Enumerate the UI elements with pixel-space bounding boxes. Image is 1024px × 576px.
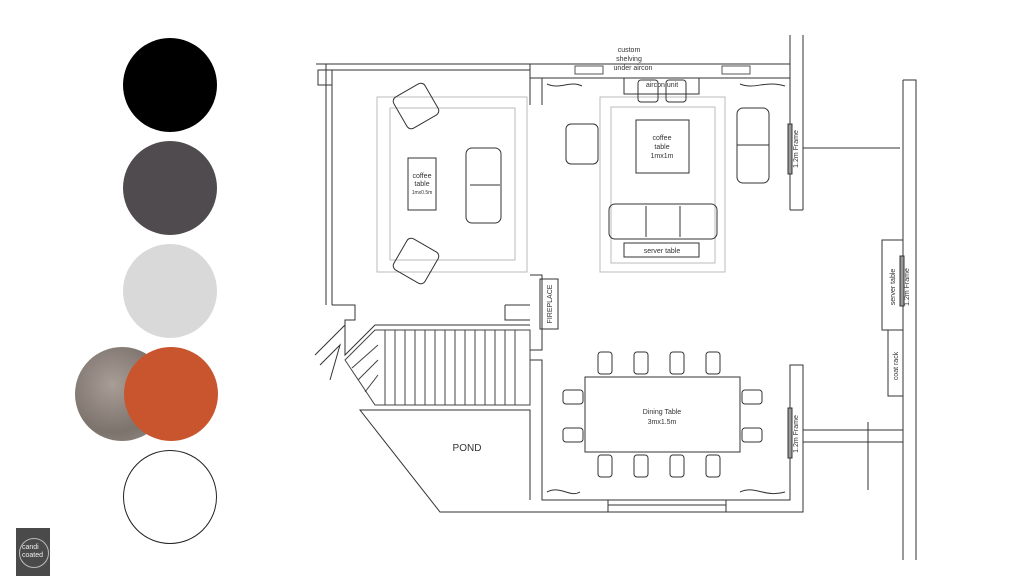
label-pond: POND <box>453 443 482 454</box>
sofa-left <box>465 147 502 224</box>
coffee-table-right <box>635 119 690 174</box>
coffee-table-left <box>407 157 437 211</box>
dining-chair <box>562 389 584 405</box>
logo-text: coated <box>22 552 44 559</box>
dining-chair <box>705 351 721 375</box>
walls <box>314 35 917 560</box>
dining-chair <box>669 351 685 375</box>
dining-chair <box>562 427 584 443</box>
dining-chair <box>669 454 685 478</box>
sitting-room-right <box>539 77 793 330</box>
staircase <box>344 329 531 406</box>
label-coffee-table: table <box>654 144 669 151</box>
dining-chair <box>741 389 763 405</box>
dining-table <box>584 376 741 453</box>
dining-chair <box>633 454 649 478</box>
label-server-table: server table <box>890 269 897 306</box>
armchair <box>392 237 440 285</box>
label-aircon: aircon unit <box>646 82 678 89</box>
dining-chair <box>633 351 649 375</box>
swatch-charcoal <box>123 141 217 235</box>
label-dining-table: Dining Table <box>643 409 682 416</box>
dining-chair <box>597 454 613 478</box>
label-custom-shelving: shelving <box>616 56 642 63</box>
label-coffee-table: table <box>414 181 429 188</box>
label-custom-shelving: under aircon <box>614 65 653 72</box>
label-frame: 1.2m Frame <box>793 130 800 168</box>
dining-chair <box>597 351 613 375</box>
label-frame: 1.2m Frame <box>793 415 800 453</box>
label-dining-table: 3mx1.5m <box>648 419 677 426</box>
label-coffee-table: coffee <box>653 135 672 142</box>
swatch-light-grey <box>123 244 217 338</box>
window-vent <box>317 69 333 86</box>
hallway <box>881 239 905 397</box>
label-coat-rack: coat rack <box>893 351 900 380</box>
dining-chair <box>705 454 721 478</box>
dining-room <box>562 351 793 478</box>
armchair <box>565 123 599 165</box>
sitting-room-left <box>376 82 528 285</box>
server-table <box>623 242 700 258</box>
label-frame: 1.2m Frame <box>904 268 911 306</box>
label-coffee-table: coffee <box>413 173 432 180</box>
armchair <box>392 82 440 130</box>
label-custom-shelving: custom <box>618 47 641 54</box>
swatch-white <box>123 450 217 544</box>
dining-chair <box>741 427 763 443</box>
label-server-table: server table <box>644 248 681 255</box>
label-fireplace: FIREPLACE <box>547 284 554 323</box>
swatch-burnt-orange <box>124 347 218 441</box>
sofa-3-seater <box>608 203 718 240</box>
logo-text: candi <box>22 544 39 551</box>
label-coffee-table: 1mx0.5m <box>412 190 433 196</box>
label-coffee-table: 1mx1m <box>651 153 674 160</box>
swatch-black <box>123 38 217 132</box>
brand-logo: candi coated <box>16 528 50 576</box>
